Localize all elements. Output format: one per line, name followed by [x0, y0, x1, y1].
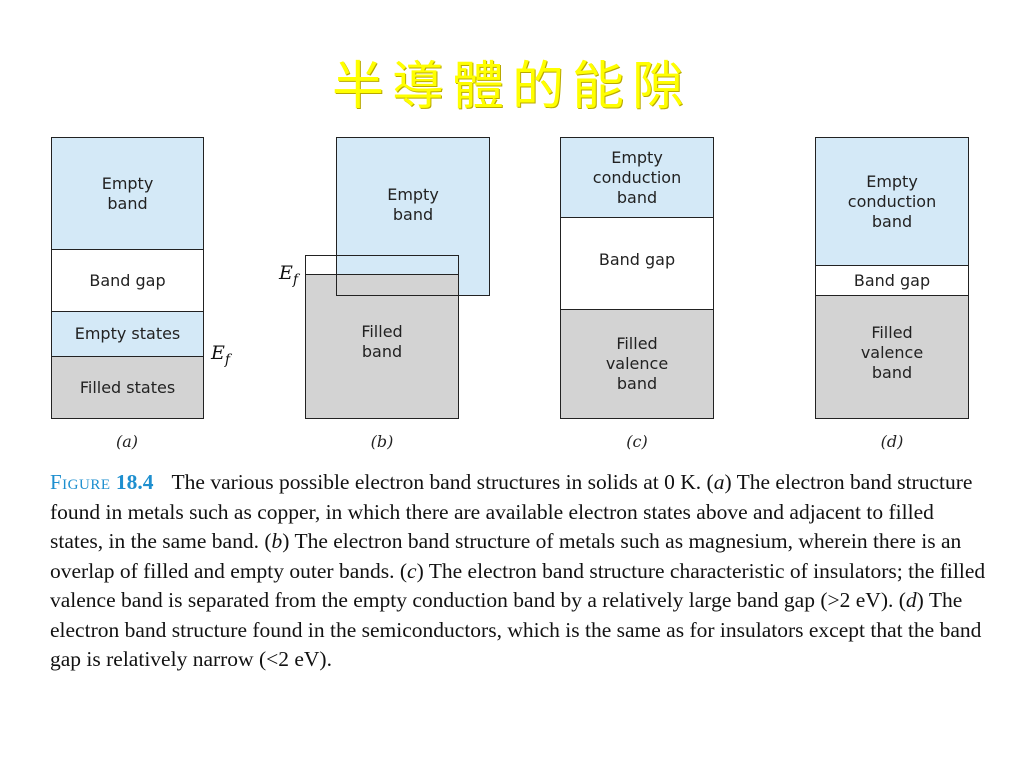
- slide-title: 半導體的能隙: [331, 57, 692, 117]
- figure-number: 18.4: [115, 470, 154, 494]
- panel-label: (b): [370, 432, 394, 451]
- panel-label: (c): [626, 432, 648, 451]
- caption-part-label: a: [713, 470, 725, 494]
- empty-band-outline: [336, 137, 490, 296]
- band-gap-box: Band gap: [815, 265, 969, 296]
- band-gap-box: Band gap: [51, 249, 204, 312]
- caption-part-c: The electron band structure characterist…: [50, 558, 986, 613]
- filled-valence-band-box: Filled valence band: [815, 295, 969, 419]
- figure-label: Figure: [50, 470, 111, 494]
- fermi-level-label: Ef: [211, 342, 231, 368]
- filled-valence-band-box: Filled valence band: [560, 309, 714, 419]
- fermi-level-label: Ef: [279, 262, 299, 288]
- empty-conduction-band-box: Empty conduction band: [560, 137, 714, 218]
- filled-states-box: Filled states: [51, 356, 204, 419]
- band-gap-box: Band gap: [560, 217, 714, 310]
- caption-part-d: The electron band structure found in the…: [50, 588, 982, 671]
- filled-band-box: Filled band: [305, 274, 459, 419]
- caption-part-b: The electron band structure of metals su…: [50, 529, 962, 583]
- empty-band-box: Empty band: [51, 137, 204, 250]
- overlap-outline: [305, 255, 459, 297]
- panel-label: (a): [115, 432, 139, 451]
- empty-states-box: Empty states: [51, 311, 204, 357]
- figure-caption: Figure 18.4 The various possible electron…: [50, 470, 986, 671]
- caption-part-label: c: [407, 558, 417, 583]
- caption-part-a: The electron band structure found in met…: [50, 470, 973, 553]
- caption-intro: The various possible electron band struc…: [171, 470, 702, 494]
- caption-part-label: d: [905, 588, 917, 612]
- caption-part-label: b: [271, 529, 283, 553]
- panel-label: (d): [880, 432, 904, 451]
- empty-conduction-band-box: Empty conduction band: [815, 137, 969, 266]
